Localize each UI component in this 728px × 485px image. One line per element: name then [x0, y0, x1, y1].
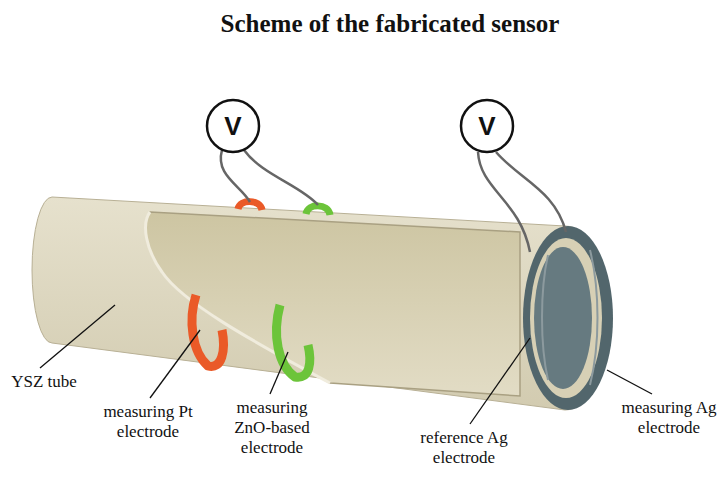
electrode-wire	[542, 255, 548, 380]
tube-cutaway	[146, 212, 520, 396]
leader-line	[270, 352, 288, 394]
pt-electrode-ring	[192, 295, 223, 367]
electrode-wire	[590, 250, 598, 385]
zno-electrode-top	[306, 206, 330, 215]
tube-end-ring	[530, 238, 602, 398]
pt-electrode-top	[238, 202, 262, 210]
wire	[478, 152, 530, 252]
voltmeter-outline	[207, 100, 259, 152]
callout-label: measuring Pt electrode	[92, 402, 204, 442]
measuring-ag-disc	[523, 226, 613, 410]
wire	[496, 152, 566, 232]
wire	[221, 150, 250, 202]
callout-label: YSZ tube	[4, 372, 84, 392]
voltmeter: V	[205, 98, 261, 154]
callout-label: measuring ZnO-based electrode	[220, 398, 324, 458]
cut-edge	[146, 212, 330, 383]
voltmeter: V	[459, 98, 515, 154]
callout-label: measuring Ag electrode	[614, 398, 724, 438]
voltmeter-symbol: V	[224, 113, 241, 139]
leader-line	[40, 305, 115, 368]
diagram-title: Scheme of the fabricated sensor	[140, 10, 640, 38]
voltmeter-symbol: V	[478, 113, 495, 139]
leader-line	[470, 338, 530, 424]
reference-ag-electrode	[534, 247, 592, 389]
callout-label: reference Ag electrode	[405, 428, 523, 468]
leader-line	[150, 330, 200, 398]
voltmeter-outline	[461, 100, 513, 152]
leader-line	[607, 370, 652, 394]
wire	[244, 150, 318, 205]
